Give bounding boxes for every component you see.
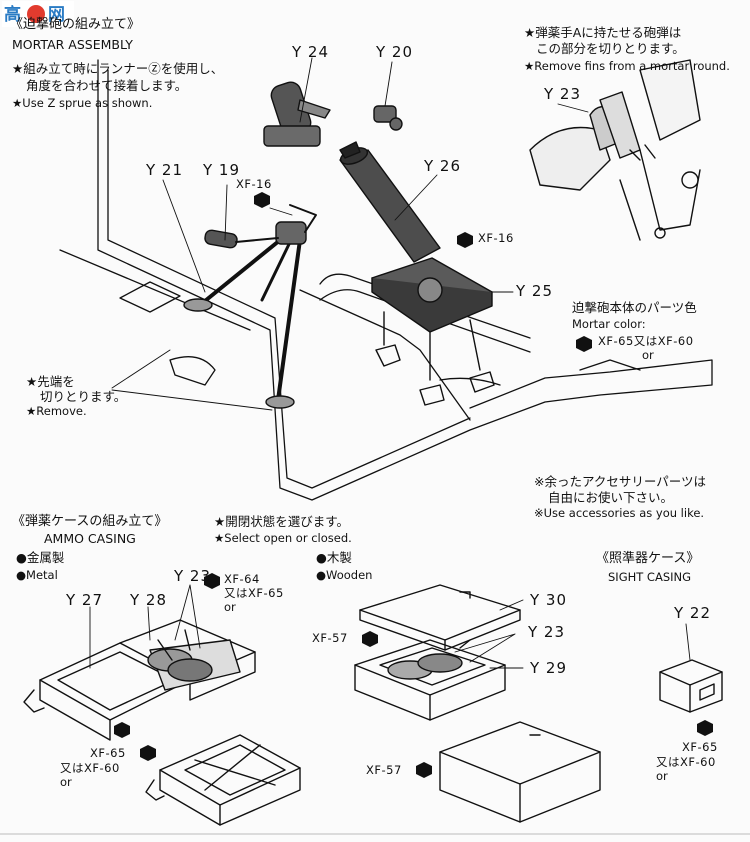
wooden-case-lid (359, 584, 521, 651)
paint-drop-icon (362, 631, 378, 647)
logo-text: 高 (4, 4, 21, 25)
mortar-color-or: or (642, 348, 654, 362)
part-y25-baseplate (371, 257, 495, 406)
paint-drop-icon (114, 722, 130, 738)
ammo-loader-note-jp-1: ★弾薬手Aに持たせる砲弾は (524, 25, 682, 40)
sight-paint-2: 又はXF-60 (656, 755, 716, 769)
ammo-loader-note-en: ★Remove fins from a mortar round. (524, 59, 730, 73)
mortar-note-jp-1: ★組み立て時にランナーⓏを使用し、 (12, 61, 224, 76)
wooden-case-closed (439, 721, 601, 823)
accessories-note-jp-1: ※余ったアクセサリーパーツは (534, 474, 706, 489)
paint-metal-bottom-alt: 又はXF-60 (60, 761, 120, 775)
mortar-note-en: ★Use Z sprue as shown. (12, 96, 153, 110)
paint-drop-icon (697, 720, 713, 736)
paint-drop-icon (254, 192, 270, 208)
metal-label-en: ●Metal (16, 568, 58, 582)
logo-ball-icon (27, 5, 45, 23)
label-y22: Y 22 (674, 604, 712, 622)
remove-note-jp-1: ★先端を (26, 374, 75, 389)
remove-note-jp-2: 切りとります。 (40, 389, 127, 404)
mortar-color-paint: XF-65又はXF-60 (598, 334, 694, 348)
mortar-heading-jp: 《迫撃砲の組み立て》 (10, 17, 141, 32)
label-y27: Y 27 (66, 591, 104, 609)
remove-note-en: ★Remove. (26, 404, 87, 418)
label-y24: Y 24 (292, 43, 330, 61)
ammo-loader-note-jp-2: この部分を切りとります。 (536, 41, 685, 56)
pointer-leaders (111, 57, 589, 411)
sight-casing-heading-en: SIGHT CASING (608, 570, 692, 584)
accessories-note-jp-2: 自由にお使い下さい。 (548, 490, 674, 505)
mortar-color-title-en: Mortar color: (572, 317, 646, 331)
paint-drop-icon (576, 336, 592, 352)
paint-xf16-tube: XF-16 (478, 231, 514, 245)
paint-wood-bottom: XF-57 (366, 763, 402, 777)
pointer-leaders-lower (89, 584, 691, 669)
sight-paint-1: XF-65 (682, 740, 718, 754)
metal-ammo-case-closed (145, 734, 301, 826)
paint-wood-top: XF-57 (312, 631, 348, 645)
ammo-casing-heading-en: AMMO CASING (44, 531, 136, 546)
mortar-heading-en: MORTAR ASSEMBLY (12, 37, 133, 52)
paint-metal-top-alt: 又はXF-65 (224, 586, 284, 600)
part-bipod (183, 204, 317, 409)
ammo-casing-choose-en: ★Select open or closed. (214, 531, 352, 545)
wooden-label-jp: ●木製 (316, 550, 352, 565)
metal-label-jp: ●金属製 (16, 550, 65, 565)
paint-drop-icon (416, 762, 432, 778)
paint-metal-bottom: XF-65 (90, 746, 126, 760)
sprue-frame (59, 59, 713, 501)
label-y26: Y 26 (424, 157, 462, 175)
paint-drop-icon (140, 745, 156, 761)
label-y21: Y 21 (146, 161, 184, 179)
paint-xf16-bipod: XF-16 (236, 177, 272, 191)
paint-drop-icon (204, 573, 220, 589)
label-y20: Y 20 (376, 43, 414, 61)
label-y19: Y 19 (203, 161, 241, 179)
label-y30: Y 30 (530, 591, 568, 609)
mortar-color-title-jp: 迫撃砲本体のパーツ色 (572, 300, 697, 315)
ammo-casing-heading-jp: 《弾薬ケースの組み立て》 (12, 514, 168, 529)
wooden-label-en: ●Wooden (316, 568, 373, 582)
sight-case (659, 659, 723, 713)
ammo-handler-illustration (529, 59, 701, 241)
label-y23-metal: Y 23 (174, 567, 212, 585)
paint-drop-icon (457, 232, 473, 248)
label-y29: Y 29 (530, 659, 568, 677)
paint-markers (114, 192, 713, 778)
wooden-case-open (354, 639, 506, 721)
ammo-casing-choose-jp: ★開閉状態を選びます。 (214, 514, 349, 529)
metal-ammo-case-open (23, 619, 256, 741)
site-logo: 高 网 (2, 1, 74, 27)
mortar-note-jp-2: 角度を合わせて接着します。 (26, 78, 188, 93)
sight-paint-or: or (656, 769, 668, 783)
part-y24-sight (263, 81, 331, 147)
paint-metal-bottom-or: or (60, 775, 72, 789)
svg-text:网: 网 (48, 5, 65, 25)
label-y23-wood: Y 23 (528, 623, 566, 641)
cropped-footer-strip (0, 833, 750, 835)
sight-casing-heading-jp: 《照準器ケース》 (596, 551, 700, 566)
paint-metal-top: XF-64 (224, 572, 260, 586)
part-y20 (373, 105, 403, 131)
label-y25: Y 25 (516, 282, 554, 300)
label-y23-loader: Y 23 (544, 85, 582, 103)
paint-metal-top-or: or (224, 600, 236, 614)
accessories-note-en: ※Use accessories as you like. (534, 506, 705, 520)
part-y26-tube (339, 141, 441, 263)
label-y28: Y 28 (130, 591, 168, 609)
logo-mark: 高 网 (2, 1, 74, 27)
